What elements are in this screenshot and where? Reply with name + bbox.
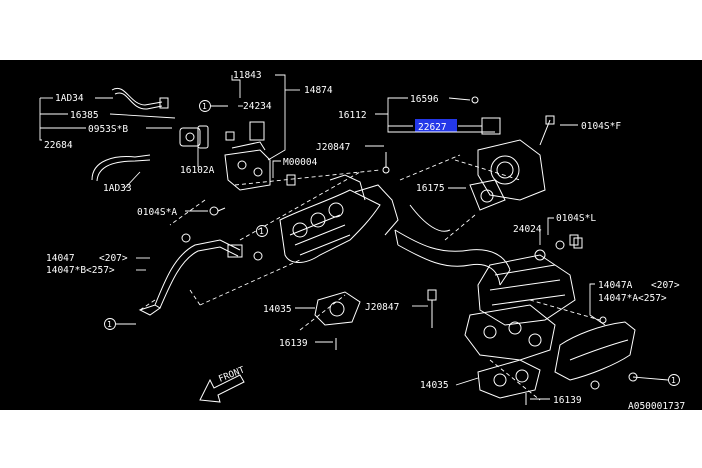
part-label-22684[interactable]: 22684	[44, 140, 73, 151]
legend-row-2: 2 0104S*J<257>	[37, 438, 157, 453]
throttle-body-16112	[471, 96, 555, 201]
part-label-11843[interactable]: 11843	[233, 70, 262, 81]
part-label-16112[interactable]: 16112	[338, 110, 367, 121]
callout-1-a: 1	[199, 100, 211, 112]
part-label-14047[interactable]: 14047	[46, 253, 75, 264]
part-label-0953S-B[interactable]: 0953S*B	[88, 124, 128, 135]
pin-16139	[335, 338, 527, 405]
part-label-207-left: <207>	[99, 253, 128, 264]
exploded-parts-diagram: 1AD34 16385 0953S*B 22684 1AD33 16102A 1…	[39, 70, 685, 410]
part-label-0104S-L[interactable]: 0104S*L	[556, 213, 596, 224]
part-label-J20847-top[interactable]: J20847	[316, 142, 350, 153]
part-label-16102A[interactable]: 16102A	[180, 165, 215, 176]
cover-14047A	[554, 316, 638, 390]
assembly-dashed-lines	[139, 154, 601, 401]
part-label-0104S-F[interactable]: 0104S*F	[581, 121, 621, 132]
part-label-14874[interactable]: 14874	[304, 85, 333, 96]
parts-diagram-canvas: 1AD34 16385 0953S*B 22684 1AD33 16102A 1…	[0, 60, 702, 454]
part-label-14047-B[interactable]: 14047*B<257>	[46, 265, 115, 276]
part-label-14035-right[interactable]: 14035	[420, 380, 449, 391]
pipe-14047	[138, 233, 263, 316]
diagram-code: A050001737	[628, 401, 685, 410]
svg-text:FRONT: FRONT	[217, 365, 246, 385]
intake-manifold-left	[279, 152, 399, 263]
legend-text-1[interactable]: 0104S*H	[60, 424, 101, 435]
leader-lines	[39, 74, 669, 400]
part-label-16385[interactable]: 16385	[70, 110, 99, 121]
hose-1AD33	[91, 154, 151, 182]
part-label-0104S-A[interactable]: 0104S*A	[137, 207, 177, 218]
legend-number-1: 1	[40, 423, 52, 436]
intake-runner-center	[394, 204, 511, 286]
svg-text:1: 1	[202, 102, 207, 111]
part-label-1AD33[interactable]: 1AD33	[103, 183, 132, 194]
part-label-16596[interactable]: 16596	[410, 94, 439, 105]
part-label-16175[interactable]: 16175	[416, 183, 445, 194]
part-label-J20847-bottom[interactable]: J20847	[365, 302, 399, 313]
gasket-14035-right	[477, 359, 541, 399]
valve-16102A	[179, 125, 209, 149]
gasket-14035-left	[314, 291, 361, 326]
bolt-0104S-L	[573, 237, 583, 249]
gasket-16175	[469, 179, 506, 211]
part-label-22627[interactable]: 22627	[418, 122, 447, 133]
intake-manifold-right	[477, 234, 579, 326]
fastener-legend: 1 0104S*H 2 0104S*J<257>	[36, 421, 158, 454]
highlight-box-22627	[415, 119, 457, 132]
callout-1-d: 1	[668, 374, 680, 386]
bolt-J20847	[427, 289, 437, 328]
part-label-24024[interactable]: 24024	[513, 224, 542, 235]
bracket-assembly-14874	[224, 121, 271, 191]
legend-number-2: 2	[40, 439, 52, 452]
bolt-0104S-A	[209, 206, 226, 216]
hose-1AD34	[111, 87, 169, 110]
part-label-24234[interactable]: 24234	[243, 101, 272, 112]
cylinder-head-intake	[464, 304, 556, 361]
part-label-207-right: <207>	[651, 280, 680, 291]
legend-text-2[interactable]: 0104S*J<257>	[60, 440, 129, 451]
front-direction-arrow: FRONT	[199, 365, 247, 403]
part-label-1AD34[interactable]: 1AD34	[55, 93, 84, 104]
part-label-14047A[interactable]: 14047A	[598, 280, 633, 291]
part-label-14047-A[interactable]: 14047*A<257>	[598, 293, 667, 304]
callout-1-c: 1	[104, 318, 116, 330]
callout-1-b: 1	[256, 225, 268, 237]
svg-text:1: 1	[107, 320, 112, 329]
part-label-M00004[interactable]: M00004	[283, 157, 318, 168]
part-label-14035-left[interactable]: 14035	[263, 304, 292, 315]
part-label-16139-left[interactable]: 16139	[279, 338, 308, 349]
bolt-M00004	[286, 174, 296, 186]
legend-row-1: 1 0104S*H	[37, 422, 157, 438]
part-label-16139-right[interactable]: 16139	[553, 395, 582, 406]
svg-text:1: 1	[671, 376, 676, 385]
svg-text:1: 1	[259, 227, 264, 236]
